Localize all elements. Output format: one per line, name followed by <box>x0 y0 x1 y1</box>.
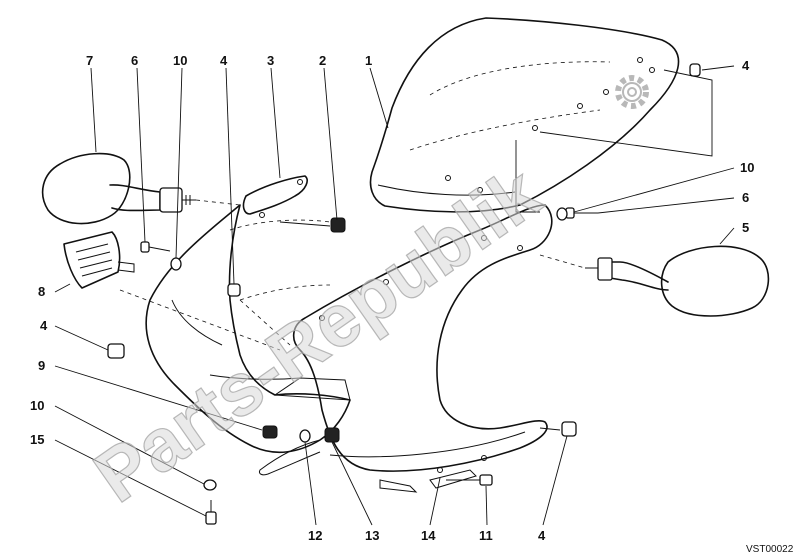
callout-3: 3 <box>267 53 274 68</box>
callout-1: 1 <box>365 53 372 68</box>
callout-14: 14 <box>421 528 436 543</box>
callout-6: 6 <box>131 53 138 68</box>
callout-8: 8 <box>38 284 45 299</box>
callout-10: 10 <box>740 160 754 175</box>
callout-7: 7 <box>86 53 93 68</box>
assembly-guide-lines <box>195 69 713 346</box>
callout-6: 6 <box>742 190 749 205</box>
callout-10: 10 <box>30 398 44 413</box>
callout-10: 10 <box>173 53 187 68</box>
windscreen <box>369 17 680 213</box>
gear-icon <box>615 75 649 109</box>
callout-15: 15 <box>30 432 44 447</box>
reference-code: VST00022 <box>746 544 794 555</box>
callout-11: 11 <box>479 528 493 543</box>
front-fairing <box>259 204 553 493</box>
callout-4: 4 <box>40 318 48 333</box>
left-mirror <box>41 152 196 225</box>
watermark: Parts-Republik <box>80 150 556 518</box>
right-mirror <box>585 245 770 317</box>
upper-bracket <box>229 175 331 301</box>
vent-grille <box>63 231 281 351</box>
callout-4: 4 <box>742 58 750 73</box>
callout-4: 4 <box>220 53 228 68</box>
callout-labels: 1 2 3 4 4 4 4 5 6 6 7 8 9 10 10 10 11 12… <box>30 53 754 543</box>
hardware <box>107 63 701 525</box>
callout-9: 9 <box>38 358 45 373</box>
leader-lines <box>54 65 735 526</box>
callout-4: 4 <box>538 528 546 543</box>
callout-13: 13 <box>365 528 379 543</box>
callout-5: 5 <box>742 220 749 235</box>
callout-12: 12 <box>308 528 322 543</box>
callout-2: 2 <box>319 53 326 68</box>
